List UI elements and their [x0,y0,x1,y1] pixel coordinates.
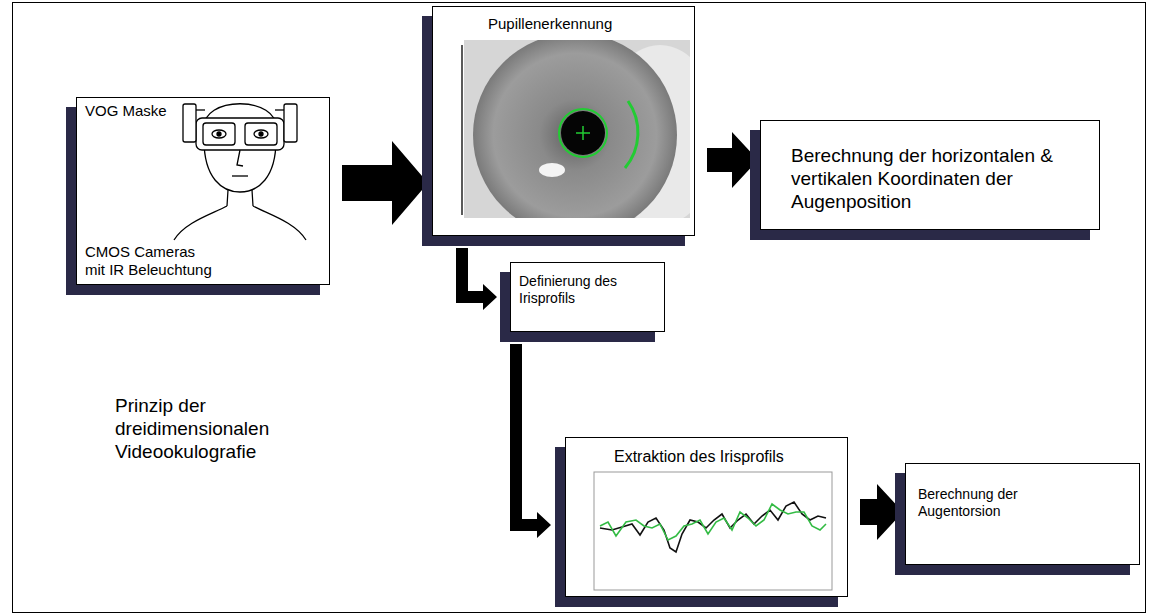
outer-frame [13,3,1146,613]
process-box: Definierung des Irisprofils [510,262,665,332]
box-text: CMOS Cameras mit IR Beleuchtung [85,243,217,279]
process-box: Berechnung der horizontalen & vertikalen… [760,120,1100,230]
process-box: VOG MaskeCMOS Cameras mit IR Beleuchtung [76,97,330,285]
block-arrow [510,344,551,538]
head-illustration [174,104,306,240]
process-box: Pupillenerkennung [432,6,695,236]
box-title: Berechnung der Augentorsion [918,486,1048,520]
iris-profile-plot [594,472,832,590]
block-arrow [707,132,758,188]
eye-image [462,33,720,237]
box-title: Definierung des Irisprofils [519,273,639,307]
block-arrow [342,141,428,225]
process-box: Extraktion des Irisprofils [565,437,848,597]
block-arrow [860,484,903,540]
caption-text: Prinzip der dreidimensionalen Videookulo… [115,395,293,463]
box-title: Pupillenerkennung [488,15,678,33]
box-title: VOG Maske [85,102,285,120]
process-box: Berechnung der Augentorsion [905,463,1140,565]
caption-block: Prinzip der dreidimensionalen Videookulo… [115,395,293,463]
box-title: Extraktion des Irisprofils [614,447,839,466]
block-arrow [456,248,497,310]
box-title: Berechnung der horizontalen & vertikalen… [791,145,1081,213]
